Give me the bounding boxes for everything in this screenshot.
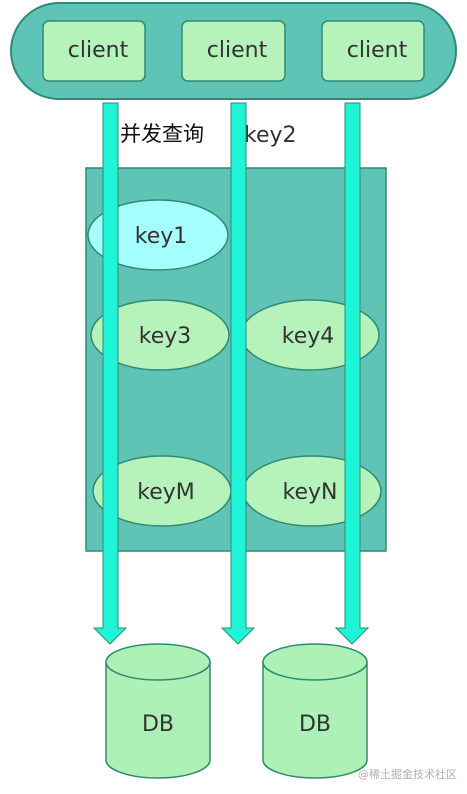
- key-node-key3: key3: [90, 299, 230, 371]
- query-arrow-1: [92, 102, 128, 645]
- client-node-1: client: [42, 20, 146, 82]
- database-label-1: DB: [142, 712, 174, 737]
- client-label-2: client: [207, 38, 268, 63]
- client-node-3: client: [321, 20, 425, 82]
- key-label-keyM: keyM: [137, 480, 195, 505]
- key-label-key3: key3: [139, 324, 192, 349]
- concurrent-query-label: 并发查询: [120, 122, 204, 146]
- query-arrow-2: [220, 102, 256, 645]
- database-label-2: DB: [299, 712, 331, 737]
- key2-label: key2: [244, 123, 297, 148]
- key-node-key1: key1: [87, 199, 229, 271]
- client-node-2: client: [181, 20, 286, 82]
- key-node-keyM: keyM: [92, 455, 232, 527]
- key-label-key4: key4: [282, 324, 335, 349]
- database-2: DB: [262, 643, 368, 779]
- key-label-key1: key1: [135, 224, 188, 249]
- client-label-1: client: [68, 38, 129, 63]
- watermark: @稀土掘金技术社区: [358, 767, 457, 781]
- query-arrow-3: [334, 102, 370, 645]
- database-1: DB: [105, 643, 211, 779]
- client-label-3: client: [347, 38, 408, 63]
- key-label-keyN: keyN: [283, 480, 338, 505]
